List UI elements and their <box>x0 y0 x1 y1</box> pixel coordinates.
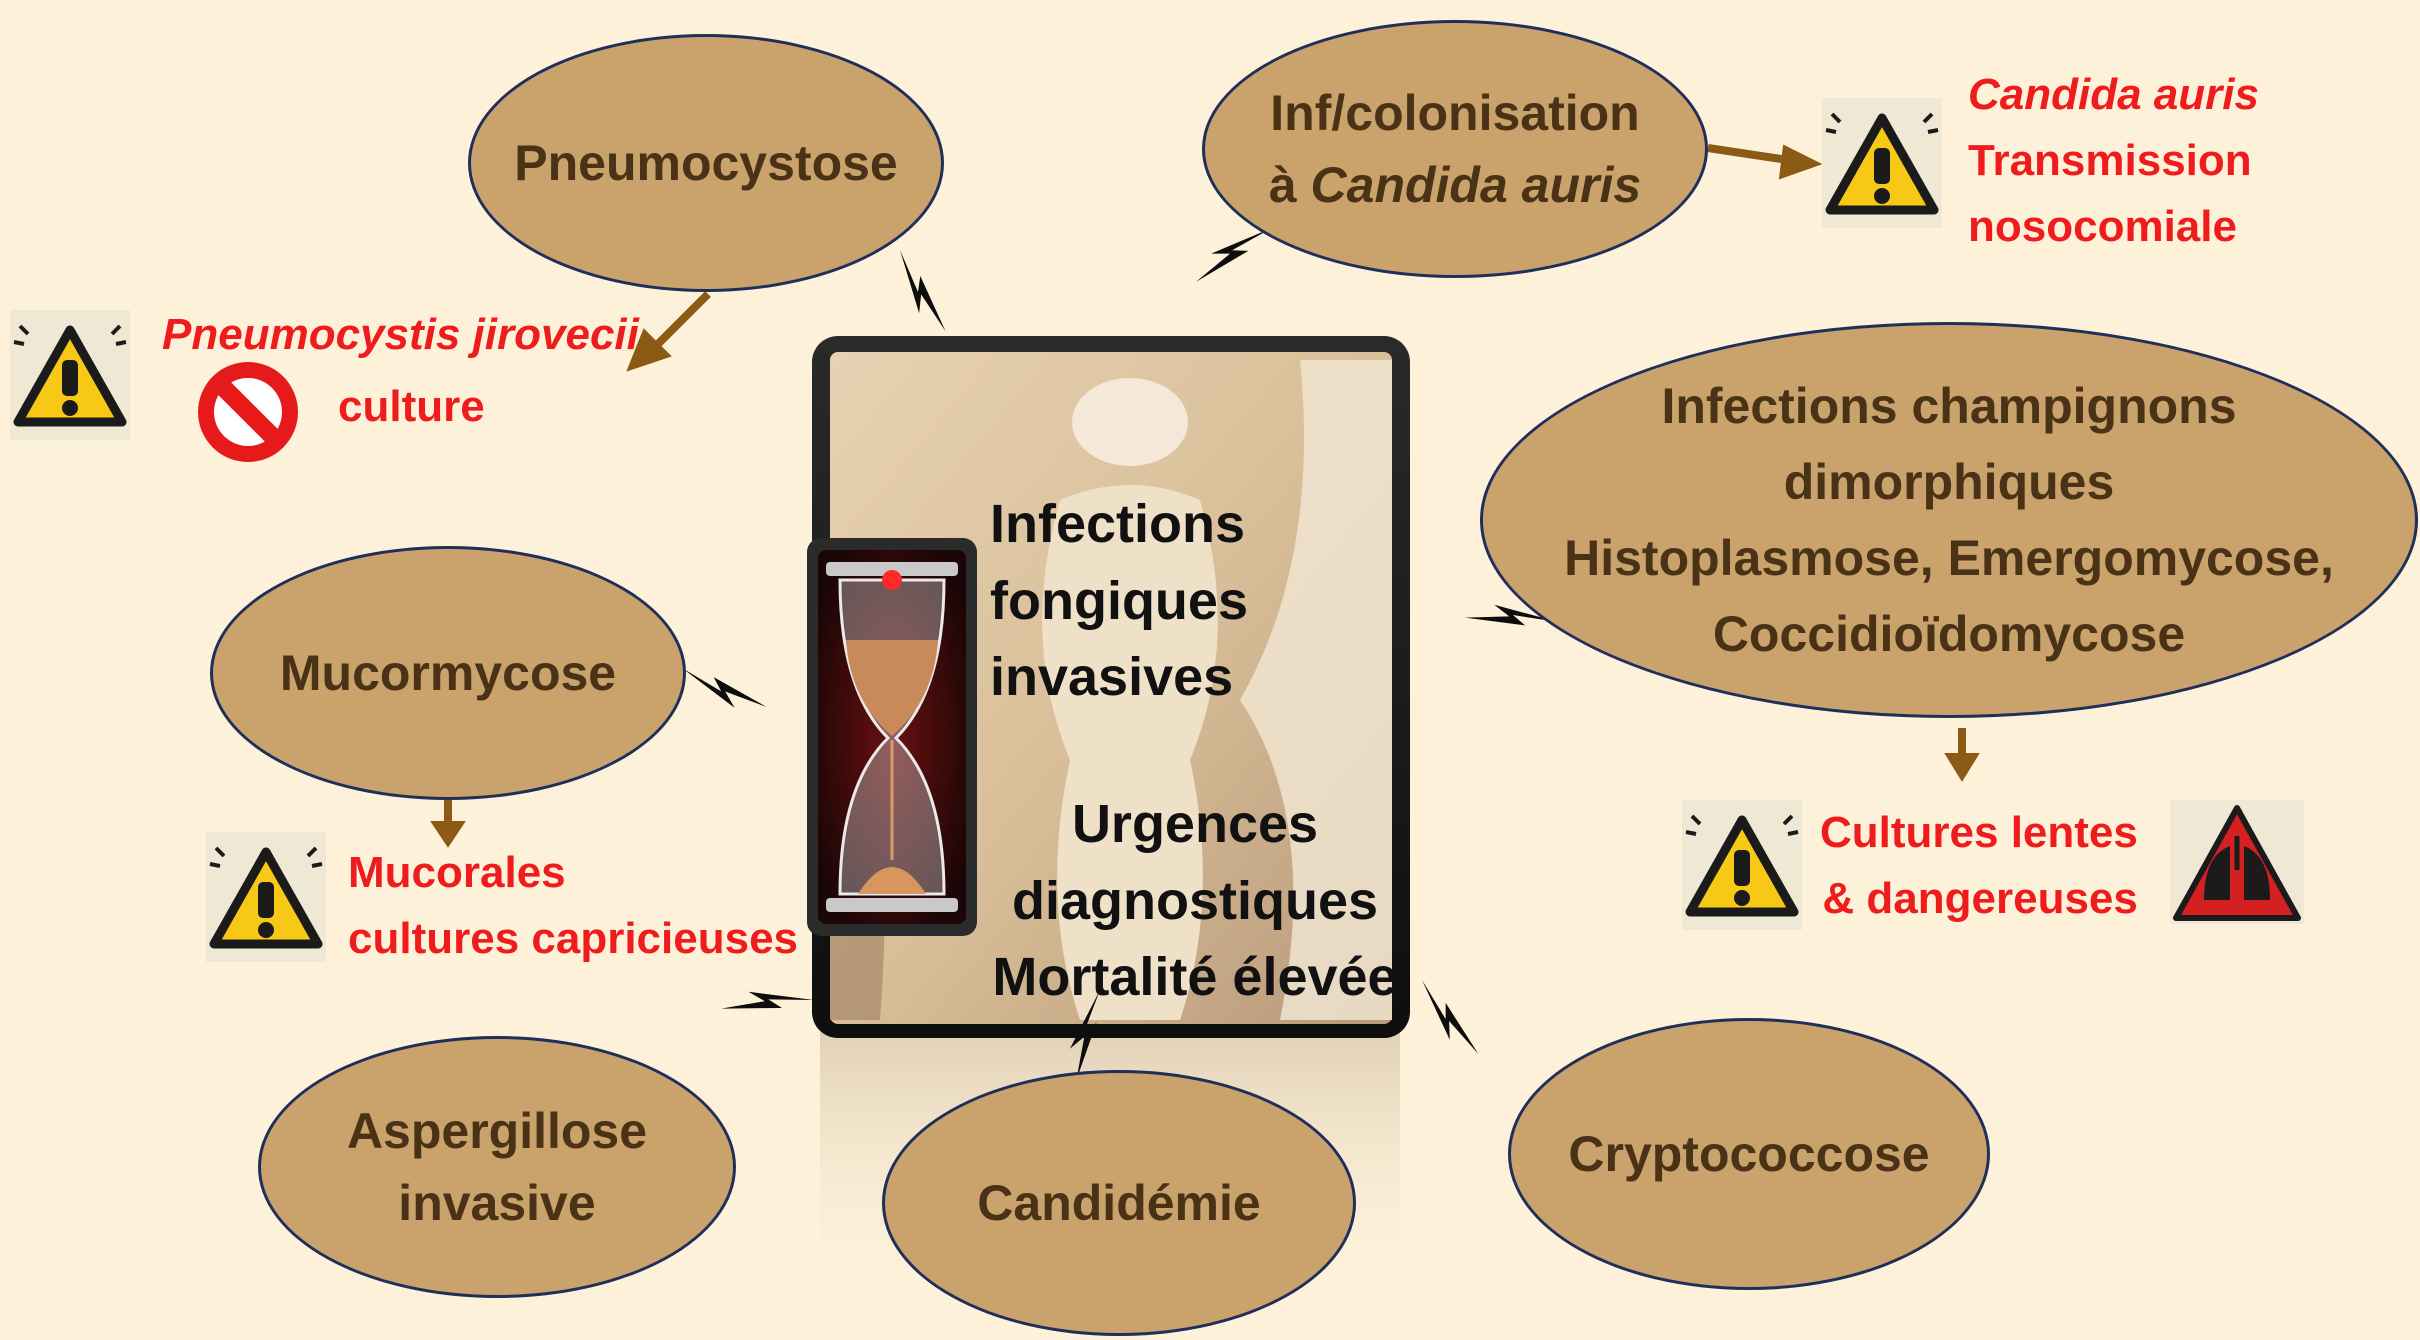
center-title-line: Infections <box>990 486 1248 563</box>
node-aspergillose-line: invasive <box>347 1167 647 1240</box>
center-title-line: fongiques <box>990 563 1248 640</box>
node-candidemie: Candidémie <box>882 1070 1356 1336</box>
note-pneumocystis-culture: culture <box>338 374 485 440</box>
node-candida-auris-species: Candida auris <box>1311 157 1642 213</box>
note-candida-auris: Candida auris Transmission nosocomiale <box>1968 62 2259 260</box>
warning-icon <box>1822 98 1942 228</box>
node-pneumocystose: Pneumocystose <box>468 34 944 292</box>
note-pneumocystis-species: Pneumocystis jirovecii <box>162 302 639 368</box>
node-dimorphic-line: Histoplasmose, Emergomycose, <box>1564 520 2334 596</box>
warning-icon <box>10 310 130 440</box>
center-subtitle: Urgences diagnostiques Mortalité élevée <box>930 786 1460 1016</box>
node-dimorphic-line: Infections champignons <box>1564 368 2334 444</box>
bolt-pneumocystose <box>877 250 968 333</box>
node-candida-auris-prefix: à <box>1269 157 1311 213</box>
lungs-hazard-icon <box>2170 800 2304 924</box>
note-dimorphic-line: & dangereuses <box>1820 866 2138 932</box>
bolt-aspergillose <box>720 966 814 1040</box>
note-mucorales-line: cultures capricieuses <box>348 906 798 972</box>
center-title: Infections fongiques invasives <box>990 486 1248 716</box>
warning-icon <box>206 832 326 962</box>
node-dimorphic: Infections champignons dimorphiques Hist… <box>1480 322 2418 718</box>
node-cryptococcose: Cryptococcose <box>1508 1018 1990 1290</box>
node-candidemie-label: Candidémie <box>977 1167 1260 1240</box>
node-dimorphic-line: dimorphiques <box>1564 444 2334 520</box>
center-subtitle-line: Mortalité élevée <box>930 939 1460 1016</box>
node-aspergillose-line: Aspergillose <box>347 1095 647 1168</box>
center-subtitle-line: diagnostiques <box>930 863 1460 940</box>
prohibited-icon <box>198 362 298 462</box>
node-mucormycose-label: Mucormycose <box>280 637 616 710</box>
arrowhead <box>1780 146 1820 178</box>
note-mucorales-line: Mucorales <box>348 840 798 906</box>
warning-icon <box>1682 800 1802 930</box>
note-mucorales: Mucorales cultures capricieuses <box>348 840 798 972</box>
node-candida-auris: Inf/colonisation à Candida auris <box>1202 20 1708 278</box>
arrowhead <box>1946 754 1978 780</box>
node-mucormycose: Mucormycose <box>210 546 686 800</box>
note-dimorphic-line: Cultures lentes <box>1820 800 2138 866</box>
node-aspergillose: Aspergillose invasive <box>258 1036 736 1298</box>
node-candida-auris-line1: Inf/colonisation <box>1269 77 1641 150</box>
node-cryptococcose-label: Cryptococcose <box>1568 1118 1929 1191</box>
node-candida-auris-line2: à Candida auris <box>1269 149 1641 222</box>
note-candida-auris-line: Transmission <box>1968 128 2259 194</box>
node-pneumocystose-label: Pneumocystose <box>514 127 897 200</box>
note-dimorphic: Cultures lentes & dangereuses <box>1820 800 2138 932</box>
center-subtitle-line: Urgences <box>930 786 1460 863</box>
note-candida-auris-species: Candida auris <box>1968 62 2259 128</box>
arrow-pneumocystose <box>652 294 708 350</box>
note-candida-auris-line: nosocomiale <box>1968 194 2259 260</box>
center-title-line: invasives <box>990 639 1248 716</box>
arrow-candida-auris <box>1708 148 1788 160</box>
node-dimorphic-line: Coccidioïdomycose <box>1564 596 2334 672</box>
bolt-mucormycose <box>681 668 768 709</box>
